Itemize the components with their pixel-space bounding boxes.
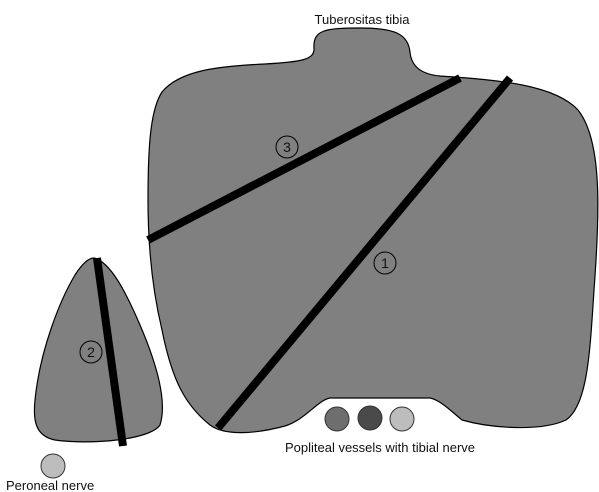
peroneal-nerve	[41, 454, 65, 478]
label-tuberositas-tibia: Tuberositas tibia	[315, 12, 411, 27]
cut-number-3: 3	[283, 139, 291, 155]
tibial-nerve	[390, 407, 414, 431]
cut-number-2: 2	[87, 344, 95, 360]
popliteal-vessel-2	[358, 406, 382, 430]
label-peroneal-nerve: Peroneal nerve	[6, 478, 94, 492]
label-popliteal-vessels: Popliteal vessels with tibial nerve	[285, 440, 475, 455]
cut-number-1: 1	[381, 255, 389, 271]
popliteal-vessel-1	[325, 407, 349, 431]
tibia-cross-section	[148, 28, 598, 433]
